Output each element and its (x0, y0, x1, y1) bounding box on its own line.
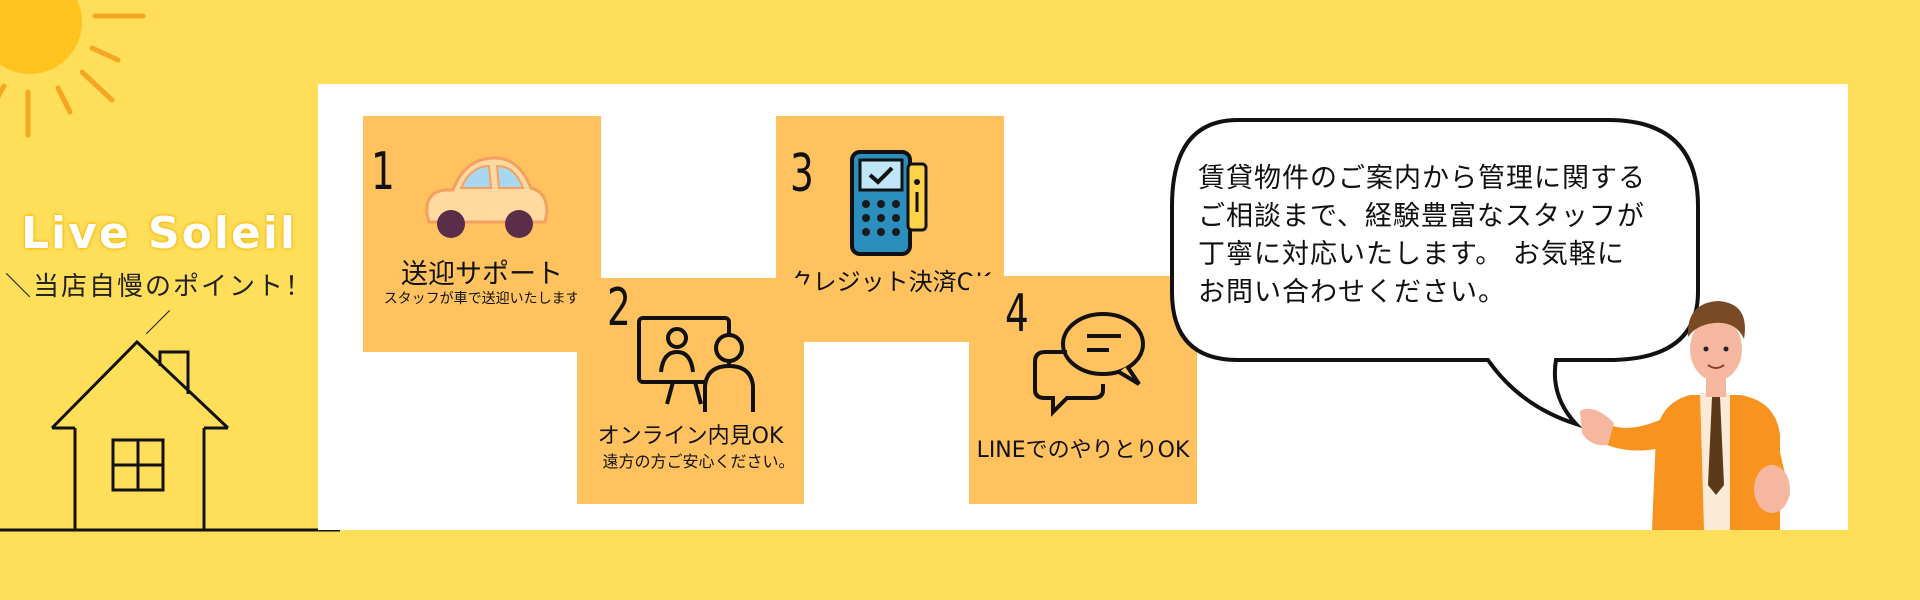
online-meeting-icon (637, 316, 755, 412)
message-line: ご相談まで、経験豊富なスタッフが (1198, 201, 1645, 232)
point-title: LINEでのやりとりOK (976, 438, 1190, 463)
point-subtitle: スタッフが車で送迎いたします。 (383, 291, 593, 307)
point-title: クレジット決済OK (788, 268, 992, 296)
chat-bubbles-icon (1033, 312, 1145, 417)
point-number: 4 (1005, 284, 1029, 344)
point-number: 3 (790, 144, 814, 204)
message-line: 賃貸物件のご案内から管理に関する (1198, 163, 1646, 194)
point-title: 送迎サポート (401, 259, 563, 290)
message-text: 賃貸物件のご案内から管理に関する ご相談まで、経験豊富なスタッフが 丁寧に対応い… (1198, 160, 1678, 312)
point-subtitle: 遠方の方ご安心ください。 (602, 452, 795, 471)
point-number: 1 (371, 142, 395, 202)
point-card-4: 4 LINEでのやりとりOK (969, 276, 1197, 504)
speech-bubble (1170, 118, 1700, 428)
point-number: 2 (607, 278, 631, 338)
point-card-1: 1 送迎サポート スタッフが車で送迎いたします。 (363, 116, 601, 352)
message-line: 丁寧に対応いたします。 お気軽に (1198, 239, 1625, 270)
card-terminal-icon (850, 150, 928, 256)
house-icon (0, 339, 340, 532)
car-icon (425, 156, 549, 238)
point-title: オンライン内見OK (597, 424, 784, 449)
sun-icon (0, 0, 146, 138)
message-line: お問い合わせください。 (1198, 277, 1506, 308)
point-card-2: 2 オンライン内見OK 遠方の方ご安心ください。 (577, 278, 804, 504)
brand-tagline: ＼当店自慢のポイント！／ (4, 272, 313, 339)
point-card-3: 3 クレジット決済OK (776, 116, 1004, 342)
staff-illustration (1580, 301, 1790, 530)
brand-name: Live Soleil (21, 208, 297, 259)
